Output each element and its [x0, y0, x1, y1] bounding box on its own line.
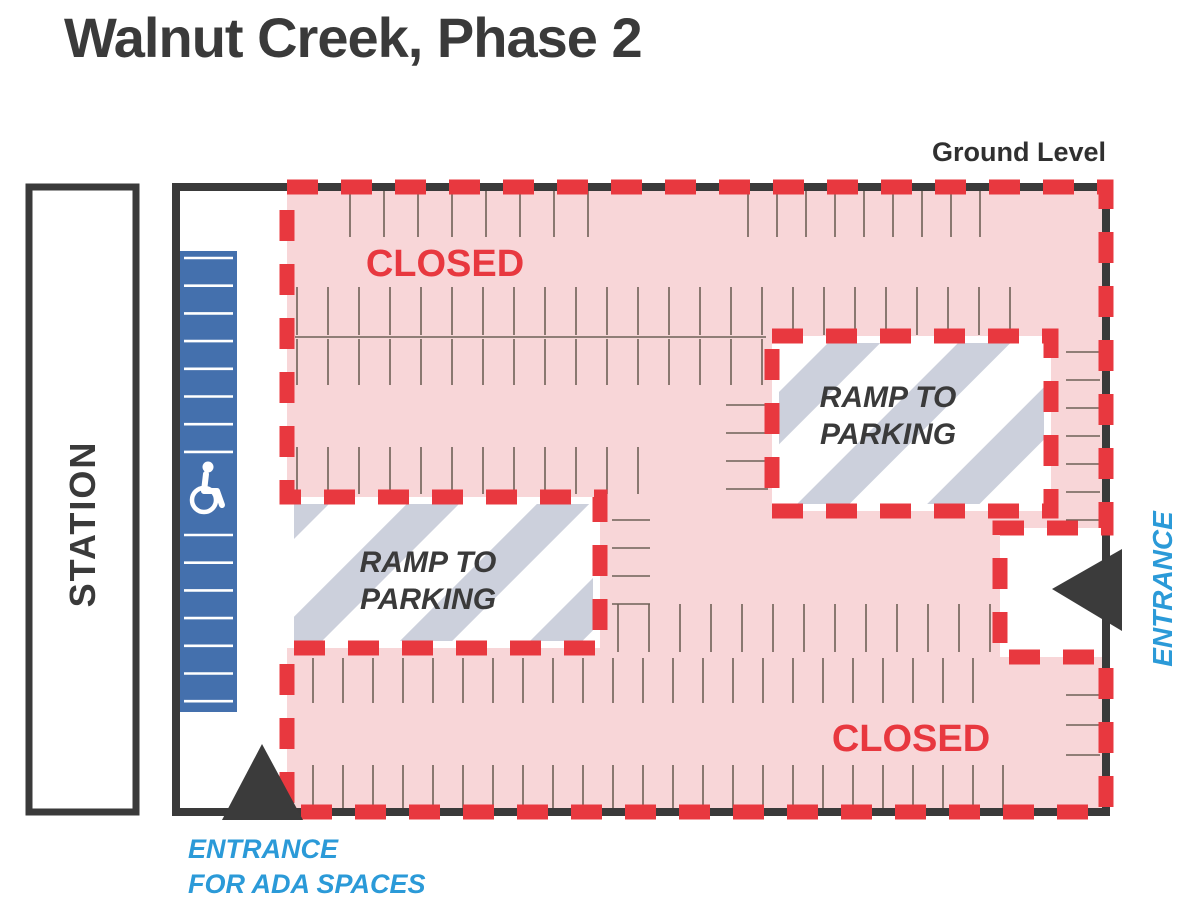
svg-text:ENTRANCE: ENTRANCE	[188, 834, 339, 864]
closed-zone-border	[279, 179, 1114, 820]
station-box	[25, 183, 140, 816]
station-label: STATION	[62, 441, 103, 608]
closed-label-bottom: CLOSED	[832, 718, 990, 760]
ramp-left-hatch	[294, 504, 593, 641]
ada-parking-strip	[179, 251, 237, 712]
ramp-left-label: RAMP TO PARKING	[360, 546, 497, 616]
closed-zone-fill	[287, 187, 1106, 812]
closed-label-top: CLOSED	[366, 243, 524, 285]
svg-text:RAMP TO: RAMP TO	[820, 381, 957, 414]
ada-entrance-arrow-icon	[222, 744, 303, 820]
parking-space-ticks	[295, 191, 1100, 810]
right-entrance-arrow-icon	[1052, 549, 1122, 631]
ada-entrance-label: ENTRANCE FOR ADA SPACES	[188, 834, 426, 899]
level-label: Ground Level	[932, 137, 1106, 167]
svg-text:PARKING: PARKING	[360, 583, 496, 616]
ramp-right-hatch	[779, 343, 1044, 504]
svg-text:PARKING: PARKING	[820, 418, 956, 451]
ramp-right-label: RAMP TO PARKING	[820, 381, 957, 451]
svg-text:FOR ADA SPACES: FOR ADA SPACES	[188, 869, 426, 899]
right-entrance-label: ENTRANCE	[1147, 510, 1178, 667]
svg-text:RAMP TO: RAMP TO	[360, 546, 497, 579]
wheelchair-icon	[189, 461, 225, 515]
page-title: Walnut Creek, Phase 2	[64, 6, 642, 69]
